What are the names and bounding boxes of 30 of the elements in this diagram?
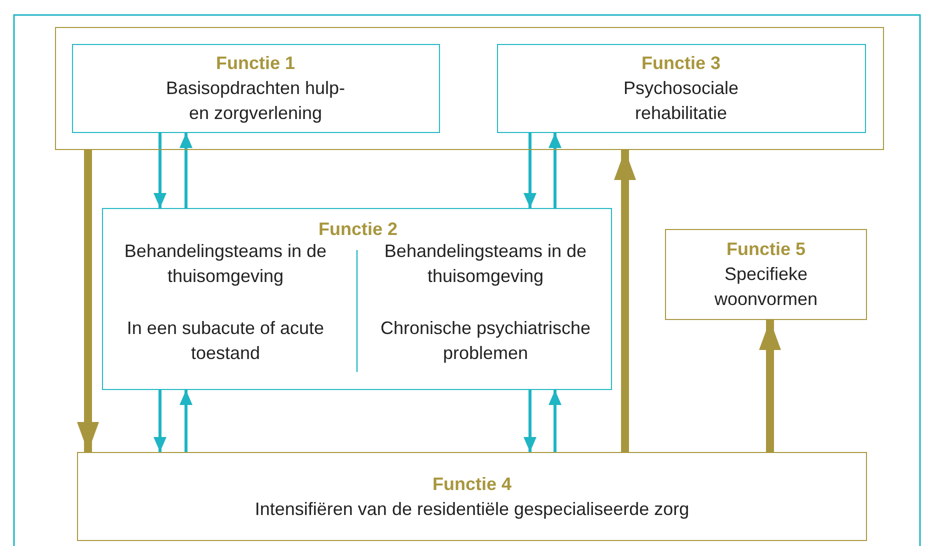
arrow xyxy=(154,390,166,452)
function-box xyxy=(72,44,440,132)
function-title: Functie 1 xyxy=(216,52,295,74)
function-title: Functie 3 xyxy=(641,52,720,74)
team-description: Chronische psychiatrische problemen xyxy=(379,317,592,365)
arrow xyxy=(548,390,562,452)
arrow xyxy=(548,133,562,208)
arrow xyxy=(180,390,192,452)
function-box xyxy=(77,452,867,541)
team-description: Behandelingsteams in de thuisomgeving xyxy=(383,240,588,288)
function-title: Functie 2 xyxy=(317,218,398,241)
function-box xyxy=(496,44,866,132)
function-description: Basisopdrachten hulp- en zorgverlening xyxy=(164,76,346,125)
function-description: Intensifiëren van de residentiële gespecialiseerde zorg xyxy=(254,498,690,521)
arrow xyxy=(154,133,166,208)
arrow xyxy=(524,133,536,208)
function-title: Functie 4 xyxy=(432,472,512,496)
function-description: Specifieke woonvormen xyxy=(713,263,819,311)
team-description: In een subacute of acute toestand xyxy=(126,317,326,365)
arrow xyxy=(614,150,636,452)
team-description: Behandelingsteams in de thuisomgeving xyxy=(123,240,328,288)
arrow xyxy=(180,133,192,208)
arrow xyxy=(77,150,99,452)
function-title: Functie 5 xyxy=(726,238,806,261)
function-box xyxy=(102,208,612,390)
arrow xyxy=(524,390,536,452)
arrow xyxy=(759,320,781,452)
function-description: Psychosociale rehabilitatie xyxy=(622,76,740,124)
group-box xyxy=(55,27,884,150)
function-box xyxy=(665,229,867,320)
